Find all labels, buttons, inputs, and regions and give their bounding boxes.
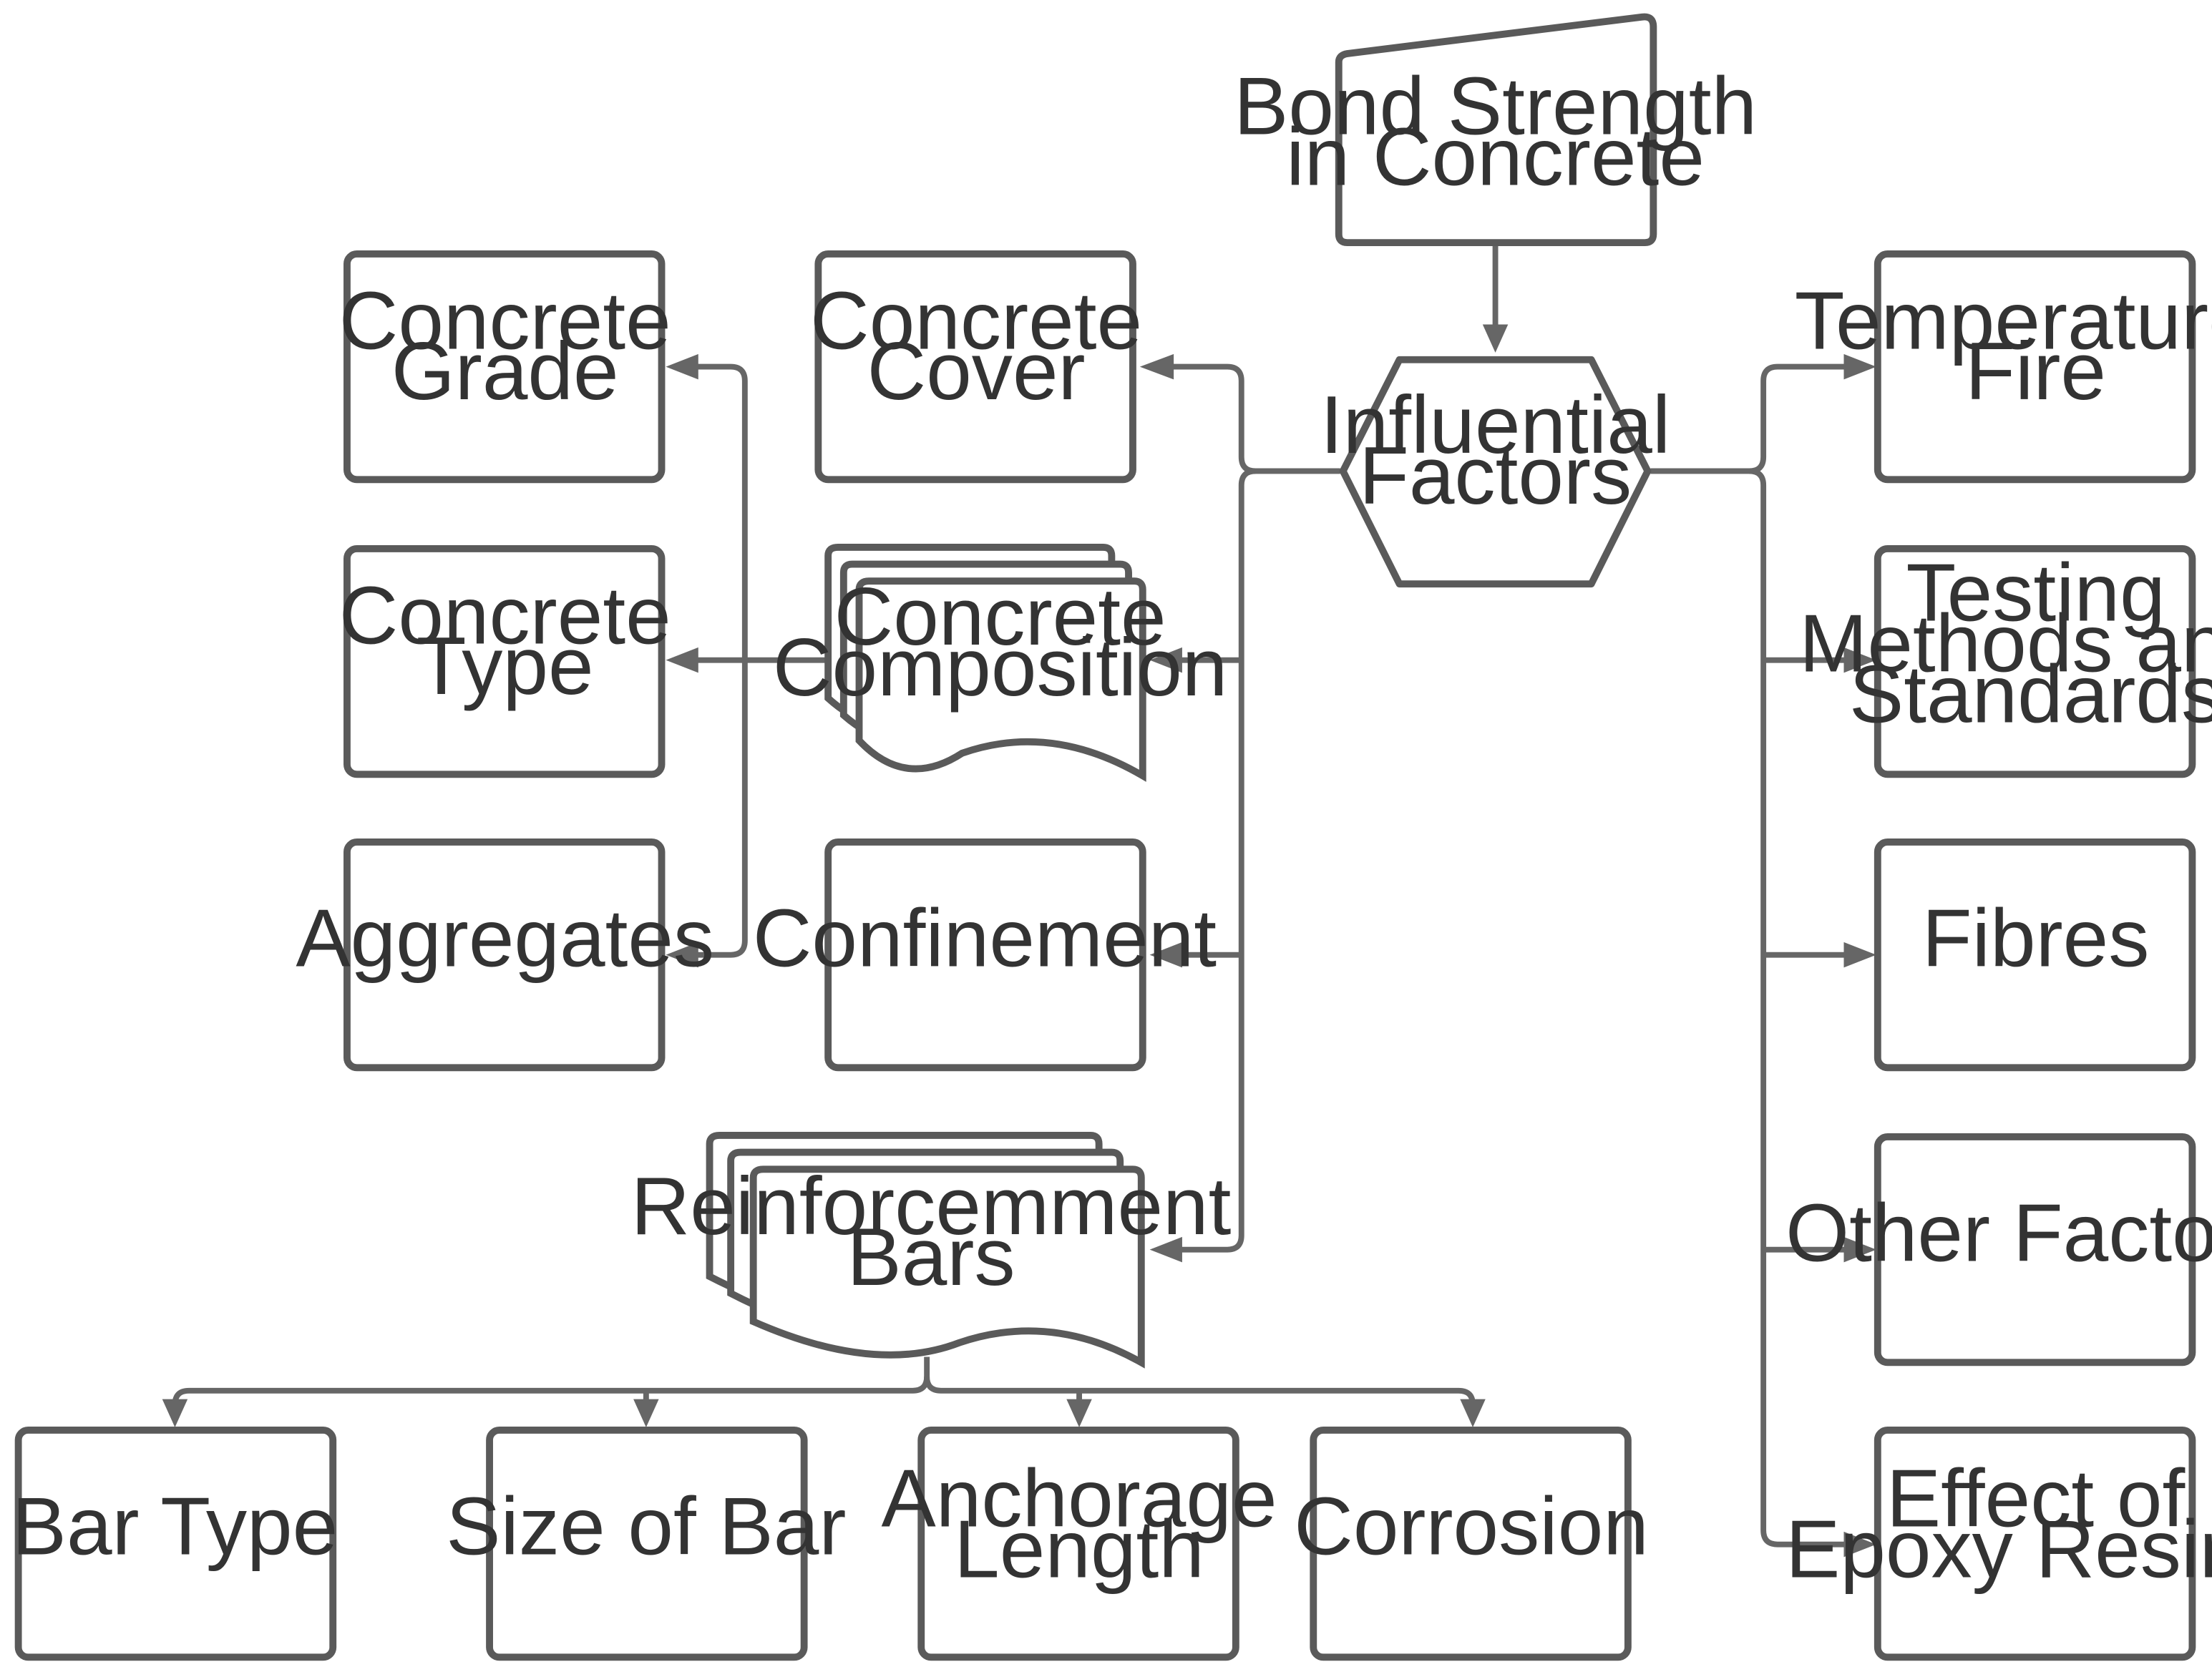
edge-bars-stem (172, 1356, 930, 1411)
other-factors-label-line-1: Other Factors (1785, 1188, 2212, 1279)
arrowhead-aggregates (666, 942, 698, 968)
arrowhead-concrete-grade (666, 353, 698, 380)
bar-type-label: Bar Type (12, 1482, 338, 1573)
arrowhead-epoxy-resins (1843, 1531, 1876, 1558)
size-of-bar-label: Size of Bar (446, 1482, 846, 1573)
connectors (162, 243, 1876, 1558)
aggregates-label-line-1: Aggregates (296, 894, 714, 984)
influential-factors-label-line-1: Influential (1320, 380, 1670, 471)
arrowhead-anchorage-length (1066, 1399, 1092, 1428)
bar-type-label-line-1: Bar Type (12, 1482, 338, 1573)
other-factors-label: Other Factors (1785, 1188, 2212, 1279)
temperature-fire-label-line-1: Temperature/ (1795, 275, 2212, 366)
arrowhead-concrete-composition (1149, 647, 1182, 673)
edge-bars-right-bus (924, 1376, 1476, 1411)
arrowhead-fibres (1843, 942, 1876, 968)
node-confinement: Confinement (753, 838, 1217, 1072)
edge-composition-to-aggregates (691, 660, 748, 958)
corrosion-label: Corrosion (1294, 1482, 1649, 1573)
epoxy-resins-label-line-2: Epoxy Resins (1785, 1504, 2212, 1595)
fibres-label: Fibres (1922, 894, 2150, 984)
concrete-grade-label-line-1: Concrete (339, 275, 671, 366)
bond-strength-label-line-1: Bond Strength (1234, 62, 1757, 152)
node-other-factors: Other Factors (1785, 1133, 2212, 1366)
node-temperature-fire: Temperature/Fire (1795, 250, 2212, 484)
arrowhead-size-of-bar (633, 1399, 659, 1428)
reinforcement-bars-label-line-2: Bars (847, 1212, 1015, 1303)
arrowhead-concrete-type (666, 647, 698, 673)
aggregates-label: Aggregates (296, 894, 714, 984)
arrowhead-other-factors (1843, 1236, 1876, 1263)
anchorage-length-label-line-2: Length (954, 1504, 1204, 1595)
arrowhead-confinement (1149, 942, 1182, 968)
arrowhead-corrosion (1460, 1399, 1486, 1428)
concrete-composition-label-line-2: Composition (773, 622, 1227, 713)
edge-hub-left-trunk (1171, 468, 1340, 1253)
edge-composition-to-concrete-grade (691, 363, 748, 660)
arrowhead-concrete-cover (1139, 353, 1174, 380)
edge-hub-to-temperature-fire (1749, 363, 1848, 474)
bond-strength-label-line-2: in Concrete (1286, 112, 1705, 203)
concrete-cover-label-line-2: Cover (867, 326, 1086, 417)
concrete-cover-label-line-1: Concrete (810, 275, 1142, 366)
node-aggregates: Aggregates (296, 838, 714, 1072)
arrowhead-reinforcement-bars (1149, 1236, 1182, 1263)
arrowhead-bar-type (162, 1399, 188, 1428)
testing-methods-label-line-1: Testing (1906, 548, 2165, 639)
node-fibres: Fibres (1874, 838, 2196, 1072)
edge-hub-to-concrete-cover (1171, 363, 1256, 474)
arrowhead-testing-methods (1843, 647, 1876, 673)
size-of-bar-label-line-1: Size of Bar (446, 1482, 846, 1573)
testing-methods-label-line-3: Standards (1849, 650, 2212, 740)
arrowhead-influential-factors (1482, 324, 1509, 353)
confinement-label: Confinement (753, 894, 1217, 984)
reinforcement-bars-label-line-1: Reinforcemment (631, 1161, 1232, 1252)
testing-methods-label-line-2: Methods and (1799, 599, 2212, 690)
concrete-type-label-line-2: Type (416, 621, 594, 712)
fibres-label-line-1: Fibres (1922, 894, 2150, 984)
epoxy-resins-label-line-1: Effect of (1886, 1453, 2186, 1544)
anchorage-length-label-line-1: Anchorage (882, 1453, 1277, 1544)
concrete-type-label-line-1: Concrete (339, 570, 671, 661)
concrete-grade-label-line-2: Grade (391, 326, 619, 417)
node-size-of-bar: Size of Bar (446, 1427, 846, 1661)
node-bar-type: Bar Type (12, 1427, 338, 1661)
corrosion-label-line-1: Corrosion (1294, 1482, 1649, 1573)
arrowhead-temperature-fire (1843, 353, 1876, 380)
temperature-fire-label: Temperature/Fire (1795, 275, 2212, 417)
influential-factors-label-line-2: Factors (1359, 431, 1632, 522)
concrete-composition-label-line-1: Concrete (834, 572, 1166, 663)
confinement-label-line-1: Confinement (753, 894, 1217, 984)
temperature-fire-label-line-2: Fire (1965, 326, 2106, 417)
node-corrosion: Corrosion (1294, 1427, 1649, 1661)
